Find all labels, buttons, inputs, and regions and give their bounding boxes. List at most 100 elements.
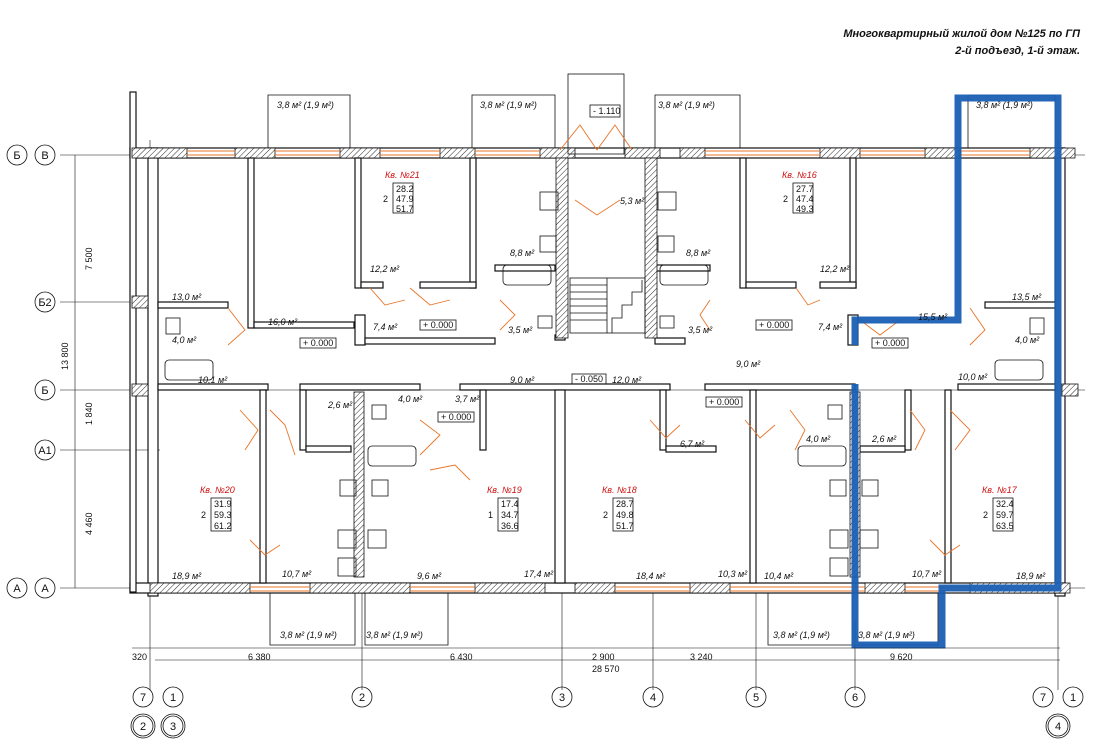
apartment-19: Кв. №19 1 17.4 34.7 36.6 bbox=[487, 485, 522, 532]
area-label: 3,5 м² bbox=[688, 325, 713, 335]
doors bbox=[227, 287, 986, 556]
svg-text:61.2: 61.2 bbox=[214, 521, 232, 531]
balcony-top-3: 3,8 м² (1,9 м²) bbox=[658, 100, 715, 110]
area-label: 7,4 м² bbox=[818, 322, 843, 332]
svg-text:6: 6 bbox=[852, 692, 858, 704]
svg-text:2: 2 bbox=[140, 721, 146, 733]
area-label: 18,4 м² bbox=[636, 571, 666, 581]
svg-text:47.9: 47.9 bbox=[396, 194, 414, 204]
svg-text:2: 2 bbox=[983, 510, 988, 520]
svg-text:2 900: 2 900 bbox=[592, 652, 615, 662]
header-title: Многоквартирный жилой дом №125 по ГП bbox=[843, 28, 1081, 40]
level-mark: + 0.000 bbox=[759, 320, 789, 330]
svg-text:А1: А1 bbox=[38, 445, 51, 457]
balcony-bottom-4: 3,8 м² (1,9 м²) bbox=[858, 630, 915, 640]
apartment-17: Кв. №17 2 32.4 59.7 63.5 bbox=[982, 485, 1018, 532]
svg-text:49.3: 49.3 bbox=[796, 204, 814, 214]
area-label: 16,0 м² bbox=[268, 317, 298, 327]
svg-text:7: 7 bbox=[140, 692, 146, 704]
svg-text:1: 1 bbox=[170, 692, 176, 704]
balcony-bottom-1: 3,8 м² (1,9 м²) bbox=[280, 630, 337, 640]
grid-lines bbox=[60, 140, 1085, 690]
svg-text:Кв. №19: Кв. №19 bbox=[487, 485, 522, 495]
room-areas: 13,0 м² 16,0 м² 12,2 м² 8,8 м² 7,4 м² 3,… bbox=[172, 196, 1046, 581]
area-label: 10,7 м² bbox=[912, 569, 942, 579]
svg-text:Кв. №17: Кв. №17 bbox=[982, 485, 1018, 495]
svg-text:47.4: 47.4 bbox=[796, 194, 814, 204]
level-mark: - 0.050 bbox=[575, 374, 603, 384]
area-label: 10,4 м² bbox=[764, 571, 794, 581]
area-label: 7,4 м² bbox=[373, 322, 398, 332]
bottom-dimensions: 320 6 380 6 430 2 900 3 240 9 620 28 570 bbox=[132, 647, 1060, 674]
left-dimensions: 7 500 13 800 1 840 4 460 bbox=[60, 247, 94, 535]
level-mark: + 0.000 bbox=[303, 338, 333, 348]
svg-text:9 620: 9 620 bbox=[890, 652, 913, 662]
svg-text:31.9: 31.9 bbox=[214, 499, 232, 509]
header-subtitle: 2-й подъезд, 1-й этаж. bbox=[954, 45, 1080, 57]
svg-text:36.6: 36.6 bbox=[501, 521, 519, 531]
svg-text:3: 3 bbox=[559, 692, 565, 704]
area-label: 2,6 м² bbox=[327, 400, 353, 410]
area-label: 13,0 м² bbox=[172, 292, 202, 302]
area-label: 18,9 м² bbox=[1016, 571, 1046, 581]
svg-text:17.4: 17.4 bbox=[501, 499, 519, 509]
svg-text:2: 2 bbox=[201, 510, 206, 520]
area-label: 8,8 м² bbox=[510, 248, 535, 258]
area-label: 9,0 м² bbox=[736, 359, 761, 369]
balcony-bottom-2: 3,8 м² (1,9 м²) bbox=[366, 630, 423, 640]
left-axis-markers: Б В Б2 Б А1 А А bbox=[6, 144, 56, 599]
area-label: 4,0 м² bbox=[806, 434, 831, 444]
area-label: 10,0 м² bbox=[958, 372, 988, 382]
level-mark: + 0.000 bbox=[709, 397, 739, 407]
svg-text:2: 2 bbox=[603, 510, 608, 520]
area-label: 3,7 м² bbox=[455, 394, 480, 404]
svg-text:6 430: 6 430 bbox=[450, 652, 473, 662]
svg-text:6 380: 6 380 bbox=[248, 652, 271, 662]
svg-text:7: 7 bbox=[1040, 692, 1046, 704]
windows bbox=[187, 150, 1030, 592]
svg-text:7 500: 7 500 bbox=[84, 247, 94, 270]
pit-level: - 1.110 bbox=[593, 106, 620, 116]
svg-text:2: 2 bbox=[383, 194, 388, 204]
svg-text:1: 1 bbox=[1070, 692, 1076, 704]
area-label: 10,1 м² bbox=[198, 375, 228, 385]
svg-text:А: А bbox=[13, 583, 21, 595]
balcony-top-4: 3,8 м² (1,9 м²) bbox=[976, 100, 1033, 110]
svg-text:51.7: 51.7 bbox=[616, 521, 634, 531]
svg-text:28 570: 28 570 bbox=[592, 664, 620, 674]
svg-text:59.7: 59.7 bbox=[996, 510, 1014, 520]
svg-text:А: А bbox=[41, 583, 49, 595]
apartment-18: Кв. №18 2 28.7 49.8 51.7 bbox=[602, 485, 637, 532]
svg-text:Кв. №16: Кв. №16 bbox=[782, 170, 817, 180]
svg-text:34.7: 34.7 bbox=[501, 510, 519, 520]
balcony-top-1: 3,8 м² (1,9 м²) bbox=[277, 100, 334, 110]
svg-text:Кв. №18: Кв. №18 bbox=[602, 485, 637, 495]
area-label: 2,6 м² bbox=[871, 434, 897, 444]
svg-text:5: 5 bbox=[753, 692, 759, 704]
svg-text:Б2: Б2 bbox=[38, 297, 51, 309]
svg-text:13 800: 13 800 bbox=[60, 342, 70, 370]
level-mark: + 0.000 bbox=[441, 412, 471, 422]
area-label: 9,6 м² bbox=[417, 571, 442, 581]
area-label: 4,0 м² bbox=[172, 335, 197, 345]
svg-text:32.4: 32.4 bbox=[996, 499, 1014, 509]
highlight-outline bbox=[851, 94, 1062, 649]
balcony-top-2: 3,8 м² (1,9 м²) bbox=[480, 100, 537, 110]
svg-text:1: 1 bbox=[488, 510, 493, 520]
svg-text:Кв. №21: Кв. №21 bbox=[385, 170, 420, 180]
apartment-16: Кв. №16 2 27.7 47.4 49.3 bbox=[782, 170, 817, 214]
area-label: 5,3 м² bbox=[620, 196, 645, 206]
svg-text:4 460: 4 460 bbox=[84, 512, 94, 535]
svg-text:2: 2 bbox=[359, 692, 365, 704]
stairs bbox=[569, 199, 646, 334]
area-label: 4,0 м² bbox=[398, 394, 423, 404]
area-label: 10,7 м² bbox=[282, 569, 312, 579]
svg-text:Б: Б bbox=[13, 150, 20, 162]
level-mark: + 0.000 bbox=[423, 320, 453, 330]
svg-text:28.2: 28.2 bbox=[396, 184, 414, 194]
area-label: 8,8 м² bbox=[686, 248, 711, 258]
svg-text:3: 3 bbox=[170, 721, 176, 733]
balcony-bottom-3: 3,8 м² (1,9 м²) bbox=[773, 630, 830, 640]
apartment-21: Кв. №21 2 28.2 47.9 51.7 bbox=[383, 170, 420, 214]
